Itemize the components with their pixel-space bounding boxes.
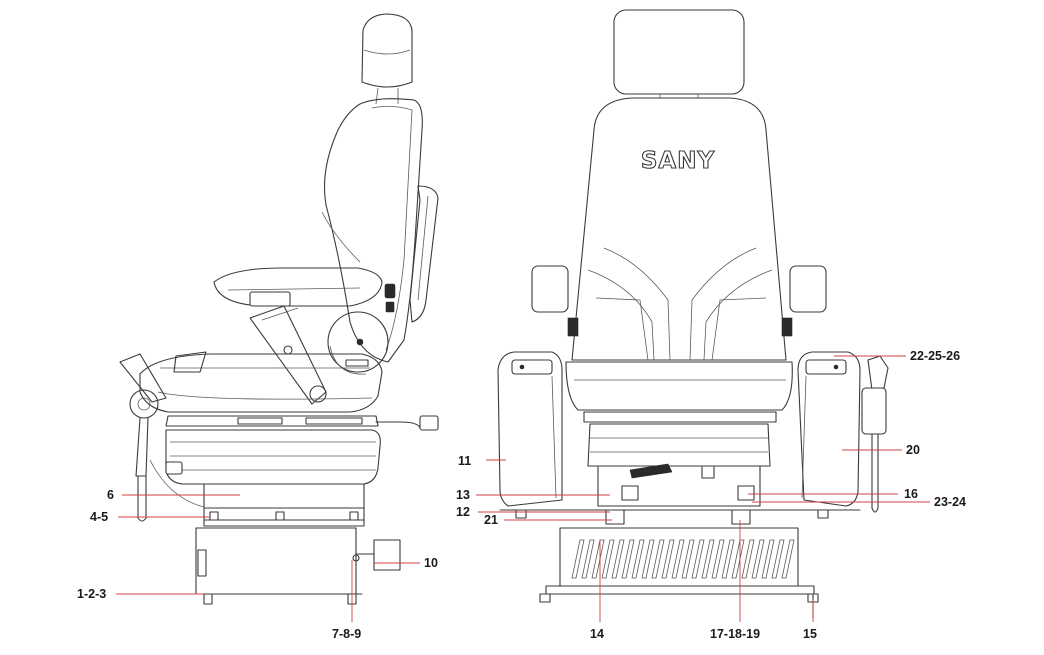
grille-slot: [771, 539, 785, 579]
side-slide-rail: [165, 415, 379, 427]
grille-slot: [641, 539, 655, 579]
callout-13: 13: [456, 488, 470, 502]
side-front-knob: [129, 389, 159, 419]
side-lower-base: [203, 483, 365, 509]
grille-slot: [581, 539, 595, 579]
side-front-handle: [119, 353, 167, 403]
side-bracket-tab: [373, 539, 401, 571]
grille-slot: [681, 539, 695, 579]
callout-leaders: [116, 355, 930, 622]
callout-14: 14: [590, 627, 604, 641]
front-left-arm-upper: [531, 265, 569, 313]
front-grille-plate: [559, 527, 799, 589]
grille-slot: [741, 539, 755, 579]
grille-slot: [731, 539, 745, 579]
callout-20: 20: [906, 443, 920, 457]
side-cable: [375, 421, 421, 429]
seat-logo: SANY: [641, 148, 715, 174]
front-seat-cushion: [565, 361, 793, 411]
side-back-rail: [409, 185, 439, 323]
front-left-console: [497, 351, 563, 507]
grille-slot: [701, 539, 715, 579]
callout-23-24: 23-24: [934, 495, 966, 509]
grille-slot: [721, 539, 735, 579]
grille-slot: [661, 539, 675, 579]
front-right-arm-upper: [789, 265, 827, 313]
grille-slot: [761, 539, 775, 579]
grille-slot: [591, 539, 605, 579]
callout-15: 15: [803, 627, 817, 641]
callout-12: 12: [456, 505, 470, 519]
side-mount-bracket: [195, 527, 357, 595]
callout-21: 21: [484, 513, 498, 527]
grille-slot: [621, 539, 635, 579]
callout-16: 16: [904, 487, 918, 501]
callout-11: 11: [458, 454, 471, 468]
side-headrest: [361, 13, 413, 88]
grille-slots: [571, 539, 795, 579]
front-joystick: [867, 355, 889, 391]
side-arm-link: [249, 305, 327, 405]
callout-10: 10: [424, 556, 438, 570]
side-recline-hub: [327, 311, 389, 373]
callout-4-5: 4-5: [90, 510, 108, 524]
grille-slot: [611, 539, 625, 579]
front-suspension: [587, 423, 771, 467]
grille-slot: [781, 539, 795, 579]
front-right-console: [797, 351, 861, 507]
grille-slot: [651, 539, 665, 579]
grille-slot: [631, 539, 645, 579]
side-suspension: [165, 429, 381, 485]
side-view-seat: [119, 13, 439, 605]
grille-slot: [751, 539, 765, 579]
grille-slot: [691, 539, 705, 579]
grille-slot: [671, 539, 685, 579]
front-headrest: [613, 9, 745, 95]
front-backrest: [571, 97, 787, 361]
callout-6: 6: [107, 488, 114, 502]
grille-slot: [571, 539, 585, 579]
callout-1-2-3: 1-2-3: [77, 587, 106, 601]
grille-slot: [711, 539, 725, 579]
callout-7-8-9: 7-8-9: [332, 627, 361, 641]
callout-22-25-26: 22-25-26: [910, 349, 960, 363]
grille-slot: [601, 539, 615, 579]
side-backrest: [323, 98, 423, 363]
front-view-seat: SANY: [497, 9, 889, 619]
side-armrest: [213, 267, 383, 307]
callout-labels: 1-2-3 4-5 6 7-8-9 10 11 12 13 14 15 16 1…: [77, 349, 966, 641]
side-seat-cushion: [139, 353, 383, 413]
callout-17-18-19: 17-18-19: [710, 627, 760, 641]
